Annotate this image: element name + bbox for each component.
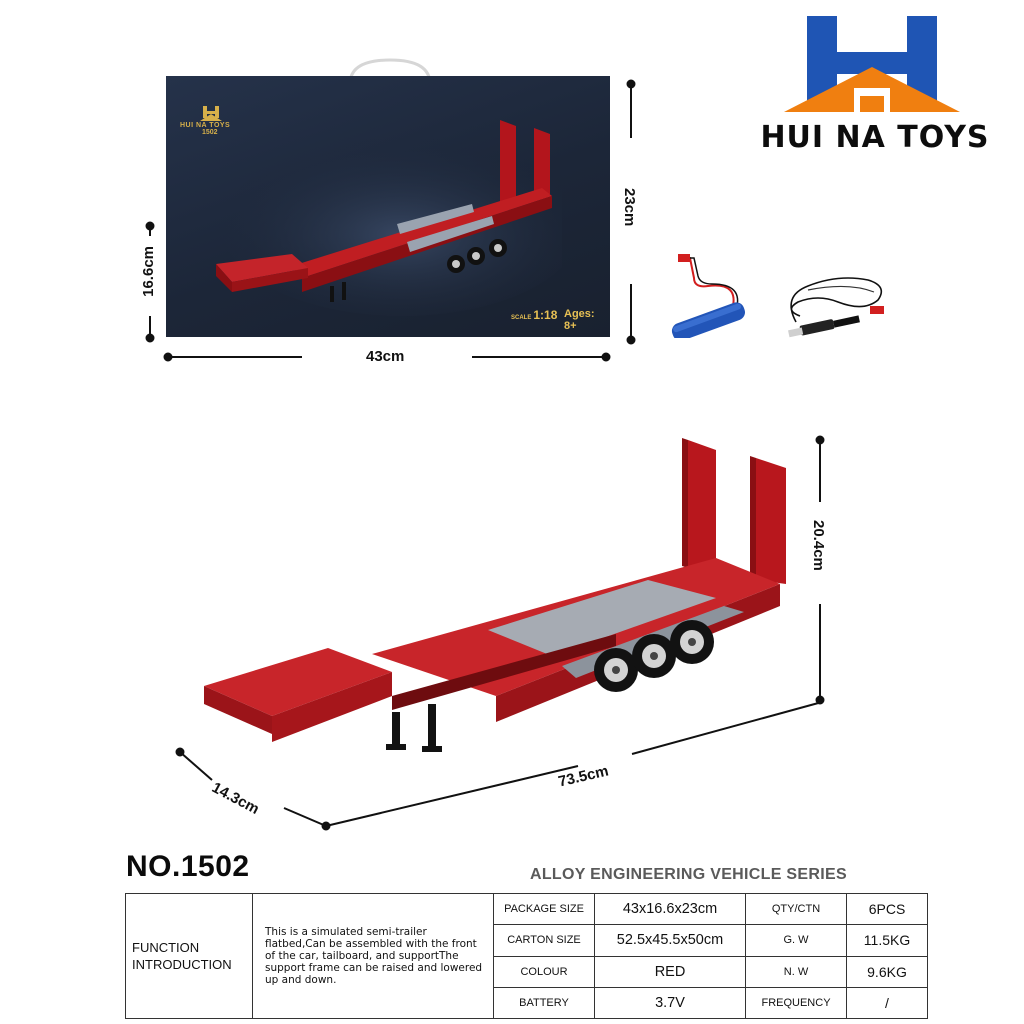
box-model-number: 1502 xyxy=(202,129,218,136)
hui-na-logo-icon xyxy=(784,16,960,112)
box-scale-value: 1:18 xyxy=(533,308,558,322)
series-title: ALLOY ENGINEERING VEHICLE SERIES xyxy=(530,866,847,883)
spec-label: QTY/CTN xyxy=(745,892,847,926)
box-width-label: 43cm xyxy=(366,348,405,365)
usb-charging-cable-icon xyxy=(788,277,884,338)
box-handle-icon xyxy=(348,58,432,85)
battery-icon xyxy=(671,254,745,338)
spec-label: FREQUENCY xyxy=(745,986,847,1020)
brand-logo: HUI NA TOYS xyxy=(744,12,1006,155)
trailer-product-image xyxy=(204,438,786,752)
spec-table: FUNCTION INTRODUCTION This is a simulate… xyxy=(125,892,928,1020)
spec-value: / xyxy=(846,986,928,1020)
spec-value: 9.6KG xyxy=(846,955,928,988)
model-number: NO.1502 xyxy=(126,850,250,883)
spec-label: CARTON SIZE xyxy=(493,924,595,957)
spec-value: 11.5KG xyxy=(846,924,928,957)
spec-value: RED xyxy=(594,955,746,988)
spec-label: BATTERY xyxy=(493,986,595,1020)
box-trailer-illustration xyxy=(216,120,562,316)
spec-value: 3.7V xyxy=(594,986,746,1020)
box-age-label: Ages: 8+ xyxy=(564,308,595,332)
function-label: FUNCTION INTRODUCTION xyxy=(125,893,253,1019)
box-brand: HUI NA TOYS 1502 xyxy=(180,106,240,136)
table-row: BATTERY 3.7V FREQUENCY / xyxy=(126,986,928,1020)
spec-label: N. W xyxy=(745,955,847,988)
trailer-wheels xyxy=(594,620,714,692)
spec-value: 52.5x45.5x50cm xyxy=(594,924,746,957)
spec-label: COLOUR xyxy=(493,955,595,988)
box-logo-icon xyxy=(200,106,222,121)
box-scale-prefix: SCALE xyxy=(511,315,532,321)
brand-name: HUI NA TOYS xyxy=(760,120,990,155)
box-brand-text: HUI NA TOYS xyxy=(180,122,231,129)
function-description: This is a simulated semi-trailer flatbed… xyxy=(252,893,494,1019)
box-height-label: 23cm xyxy=(621,188,638,227)
spec-value: 43x16.6x23cm xyxy=(594,892,746,926)
box-depth-label: 16.6cm xyxy=(140,246,157,297)
trailer-height-label: 20.4cm xyxy=(810,520,827,571)
spec-value: 6PCS xyxy=(846,892,928,926)
table-row: FUNCTION INTRODUCTION This is a simulate… xyxy=(125,892,928,1019)
table-row: COLOUR RED N. W 9.6KG xyxy=(126,955,928,988)
spec-label: PACKAGE SIZE xyxy=(493,892,595,926)
spec-label: G. W xyxy=(745,924,847,957)
